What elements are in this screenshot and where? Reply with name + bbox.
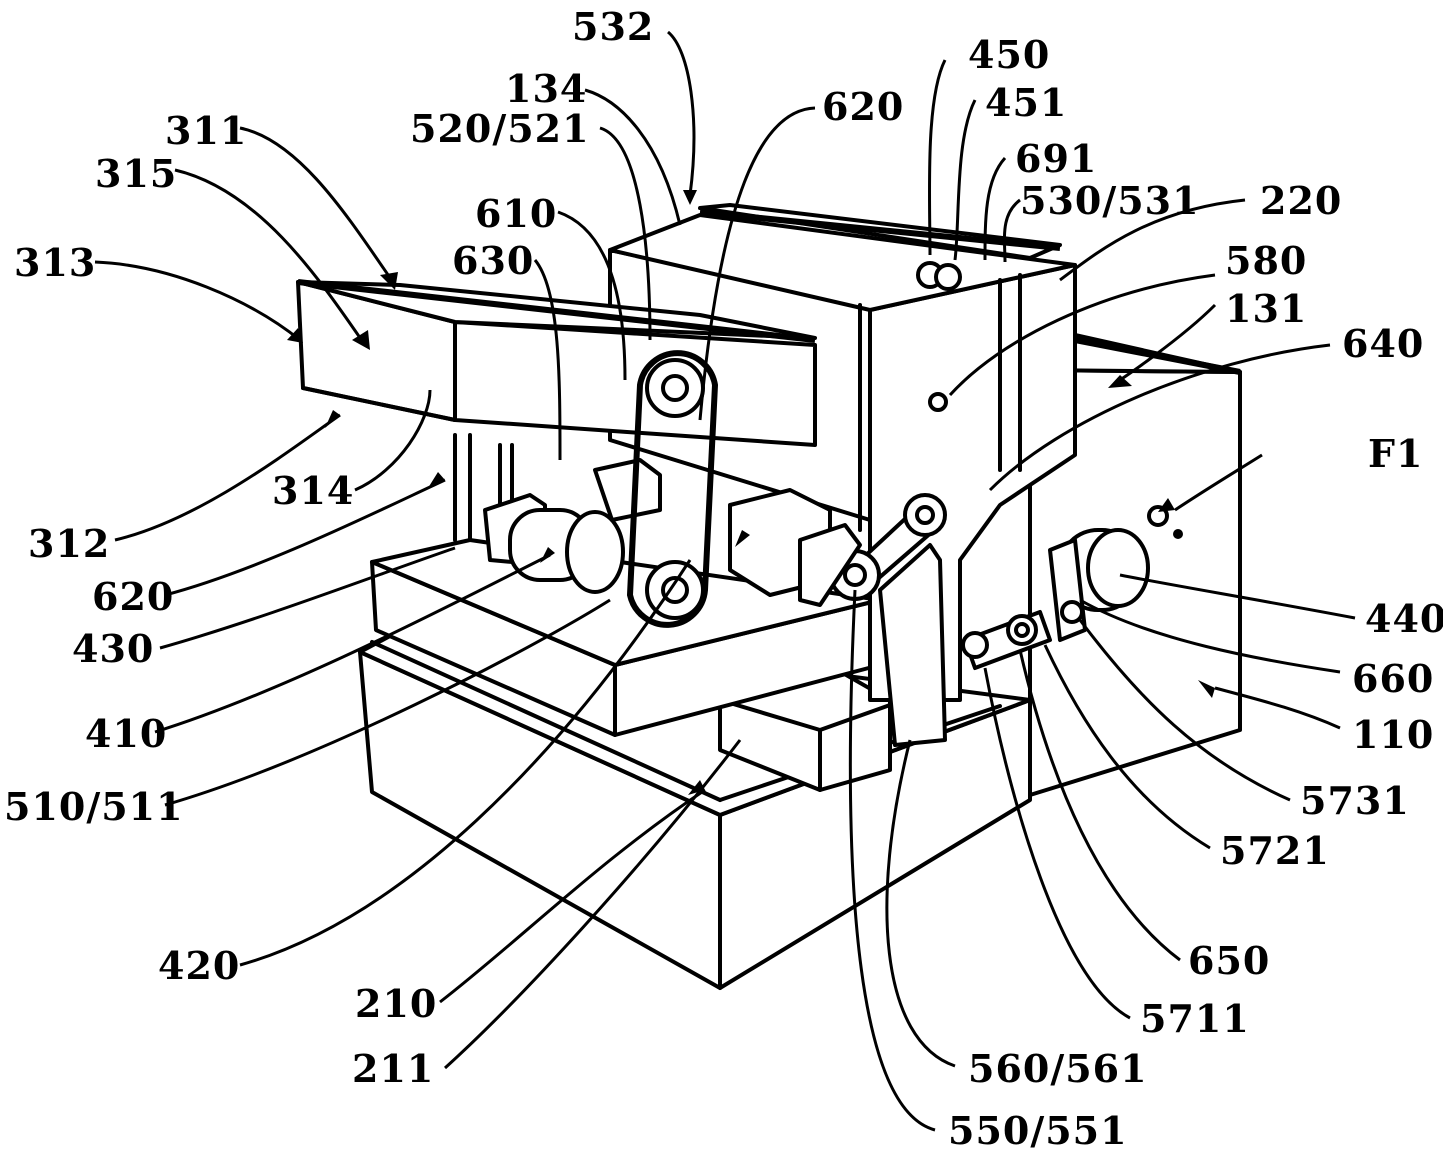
- label-314: 314: [272, 468, 355, 513]
- label-5731: 5731: [1300, 778, 1410, 823]
- label-313: 313: [14, 240, 97, 285]
- label-580: 580: [1225, 238, 1308, 283]
- label-520-521: 520/521: [410, 106, 590, 151]
- label-131: 131: [1225, 286, 1308, 331]
- label-420: 420: [158, 943, 241, 988]
- label-5711: 5711: [1140, 996, 1250, 1041]
- label-450: 450: [968, 32, 1051, 77]
- roller-440: [1048, 505, 1183, 642]
- label-315: 315: [95, 151, 178, 196]
- label-620-top: 620: [822, 84, 905, 129]
- label-110: 110: [1352, 712, 1435, 757]
- label-630: 630: [452, 238, 535, 283]
- label-610: 610: [475, 191, 558, 236]
- label-560-561: 560/561: [968, 1046, 1148, 1091]
- label-650: 650: [1188, 938, 1271, 983]
- label-220: 220: [1260, 178, 1343, 223]
- slide-plate-410: [370, 538, 882, 737]
- label-510-511: 510/511: [4, 784, 184, 829]
- label-211: 211: [352, 1046, 435, 1091]
- top-guide-530: [698, 203, 1062, 291]
- label-530-531: 530/531: [1020, 178, 1200, 223]
- shaft-5711: [961, 610, 1052, 670]
- label-F1: F1: [1368, 431, 1424, 476]
- label-532: 532: [572, 4, 655, 49]
- label-430: 430: [72, 626, 155, 671]
- label-311: 311: [165, 108, 248, 153]
- hole-580: [928, 392, 948, 412]
- label-312: 312: [28, 521, 111, 566]
- label-451: 451: [985, 80, 1068, 125]
- hopper-311: [296, 279, 817, 542]
- label-5721: 5721: [1220, 828, 1330, 873]
- label-134: 134: [505, 66, 588, 111]
- leader-lines: [94, 30, 1356, 1132]
- label-660: 660: [1352, 656, 1435, 701]
- label-550-551: 550/551: [948, 1108, 1128, 1153]
- lever-560: [798, 493, 947, 747]
- label-640: 640: [1342, 321, 1425, 366]
- label-410: 410: [85, 711, 168, 756]
- label-210: 210: [355, 981, 438, 1026]
- arrowheads: [287, 190, 1215, 795]
- label-620-left: 620: [92, 574, 175, 619]
- label-691: 691: [1015, 136, 1098, 181]
- label-440: 440: [1365, 596, 1443, 641]
